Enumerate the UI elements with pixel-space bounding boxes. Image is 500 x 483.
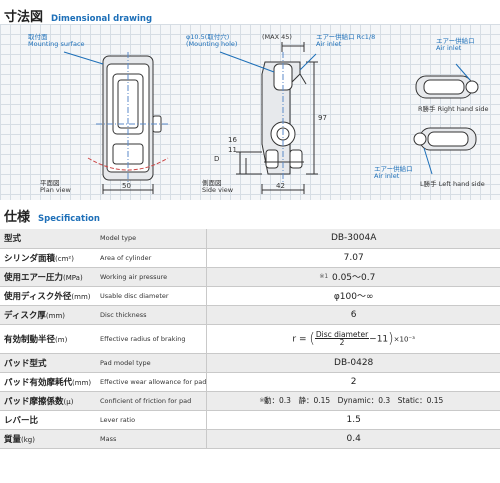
row-value: 0.4 xyxy=(206,429,500,449)
dimensional-title-en: Dimensional drawing xyxy=(51,14,153,24)
row-label-jp: ディスク厚(mm) xyxy=(0,305,100,325)
row-value: φ100〜∞ xyxy=(206,286,500,306)
dimensional-drawing-heading: 寸法図 Dimensional drawing xyxy=(4,6,152,25)
mounting-surface-label: 取付面 Mounting surface xyxy=(28,33,85,49)
row-label-jp: 使用エアー圧力(MPa) xyxy=(0,267,100,287)
row-label-en: Lever ratio xyxy=(100,410,207,430)
air-inlet-l-label: エアー供給口 Air inlet xyxy=(374,165,413,181)
table-row: 有効制動半径(m) Effective radius of braking r … xyxy=(0,324,500,354)
table-row: 使用ディスク外径(mm) Usable disc diameter φ100〜∞ xyxy=(0,286,500,306)
row-label-en: Area of cylinder xyxy=(100,248,207,268)
table-row: ディスク厚(mm) Disc thickness 6 xyxy=(0,305,500,325)
row-value: 1.5 xyxy=(206,410,500,430)
mounting-surface-en: Mounting surface xyxy=(28,40,85,49)
air-inlet-l-jp: エアー供給口 xyxy=(374,165,413,173)
row-label-en: Usable disc diameter xyxy=(100,286,207,306)
row-label-en: Mass xyxy=(100,429,207,449)
row-label-en: Effective wear allowance for pad xyxy=(100,372,207,392)
table-row: パッド摩擦係数(μ) Conficient of friction for pa… xyxy=(0,391,500,411)
specification-title-en: Specification xyxy=(38,214,100,224)
row-value: DB-3004A xyxy=(206,229,500,249)
table-row: 質量(kg) Mass 0.4 xyxy=(0,429,500,449)
table-row: シリンダ面積(cm²) Area of cylinder 7.07 xyxy=(0,248,500,268)
table-row: レバー比 Lever ratio 1.5 xyxy=(0,410,500,430)
row-label-jp: パッド摩擦係数(μ) xyxy=(0,391,100,411)
side-view-label: 側面図 Side view xyxy=(202,179,234,195)
row-label-en: Effective radius of braking xyxy=(100,324,207,354)
right-hand-label: R勝手 Right hand side xyxy=(418,105,489,113)
table-row: パッド型式 Pad model type DB-0428 xyxy=(0,353,500,373)
plan-view-en: Plan view xyxy=(40,186,71,195)
air-inlet-l-en: Air inlet xyxy=(374,172,400,181)
dim-16: 16 xyxy=(228,136,237,144)
row-label-jp: パッド型式 xyxy=(0,353,100,373)
side-view-jp: 側面図 xyxy=(202,179,222,187)
mounting-hole-jp: φ10.5(取付穴) xyxy=(186,33,230,41)
air-inlet-r-label: エアー供給口 Air inlet xyxy=(436,37,475,53)
row-value: 7.07 xyxy=(206,248,500,268)
left-hand-drawing xyxy=(413,127,477,175)
plan-view-jp: 平面図 xyxy=(40,179,60,187)
row-value: DB-0428 xyxy=(206,353,500,373)
row-label-jp: 有効制動半径(m) xyxy=(0,324,100,354)
air-inlet-r-jp: エアー供給口 xyxy=(436,37,475,45)
row-value: 6 xyxy=(206,305,500,325)
mounting-hole-en: (Mounting hole) xyxy=(186,40,238,49)
dim-97: 97 xyxy=(318,114,327,122)
plan-view-label: 平面図 Plan view xyxy=(40,179,71,195)
dim-42: 42 xyxy=(276,182,285,190)
row-label-jp: 質量(kg) xyxy=(0,429,100,449)
dim-50: 50 xyxy=(122,182,131,190)
row-label-en: Pad model type xyxy=(100,353,207,373)
row-label-en: Disc thickness xyxy=(100,305,207,325)
table-row: パッド有効摩耗代(mm) Effective wear allowance fo… xyxy=(0,372,500,392)
dimensional-drawing: 取付面 Mounting surface φ10.5(取付穴) (Mountin… xyxy=(0,24,500,200)
max45-label: (MAX 45) xyxy=(262,33,292,41)
row-value: 2 xyxy=(206,372,500,392)
row-label-jp: パッド有効摩耗代(mm) xyxy=(0,372,100,392)
row-label-en: Conficient of friction for pad xyxy=(100,391,207,411)
note-2: ※2 xyxy=(259,396,269,404)
plan-view-drawing xyxy=(87,52,169,194)
dimensional-title-jp: 寸法図 xyxy=(4,10,44,25)
row-label-en: Working air pressure xyxy=(100,267,207,287)
row-label-jp: 型式 xyxy=(0,229,100,249)
row-label-en: Model type xyxy=(100,229,207,249)
row-label-jp: レバー比 xyxy=(0,410,100,430)
specification-title-jp: 仕様 xyxy=(4,210,31,225)
right-hand-drawing xyxy=(415,63,479,99)
specification-table: 型式 Model type DB-3004A シリンダ面積(cm²) Area … xyxy=(0,229,500,449)
table-row: 型式 Model type DB-3004A xyxy=(0,229,500,249)
air-inlet-r-en: Air inlet xyxy=(436,44,462,53)
mounting-surface-jp: 取付面 xyxy=(28,33,48,41)
air-inlet-jp: エアー供給口 Rc1/8 xyxy=(316,33,376,41)
air-inlet-label: エアー供給口 Rc1/8 Air inlet xyxy=(316,33,376,49)
specification-heading: 仕様 Specification xyxy=(4,206,100,225)
row-label-jp: 使用ディスク外径(mm) xyxy=(0,286,100,306)
dim-d: D xyxy=(214,155,220,163)
side-view-drawing xyxy=(236,42,318,194)
row-label-jp: シリンダ面積(cm²) xyxy=(0,248,100,268)
dim-11: 11 xyxy=(228,146,237,154)
mounting-hole-label: φ10.5(取付穴) (Mounting hole) xyxy=(186,33,238,49)
left-hand-label: L勝手 Left hand side xyxy=(420,180,485,188)
note-1: ※1 xyxy=(319,272,329,280)
air-inlet-en: Air inlet xyxy=(316,40,342,49)
side-view-en: Side view xyxy=(202,186,234,195)
drawing-svg xyxy=(63,42,479,194)
